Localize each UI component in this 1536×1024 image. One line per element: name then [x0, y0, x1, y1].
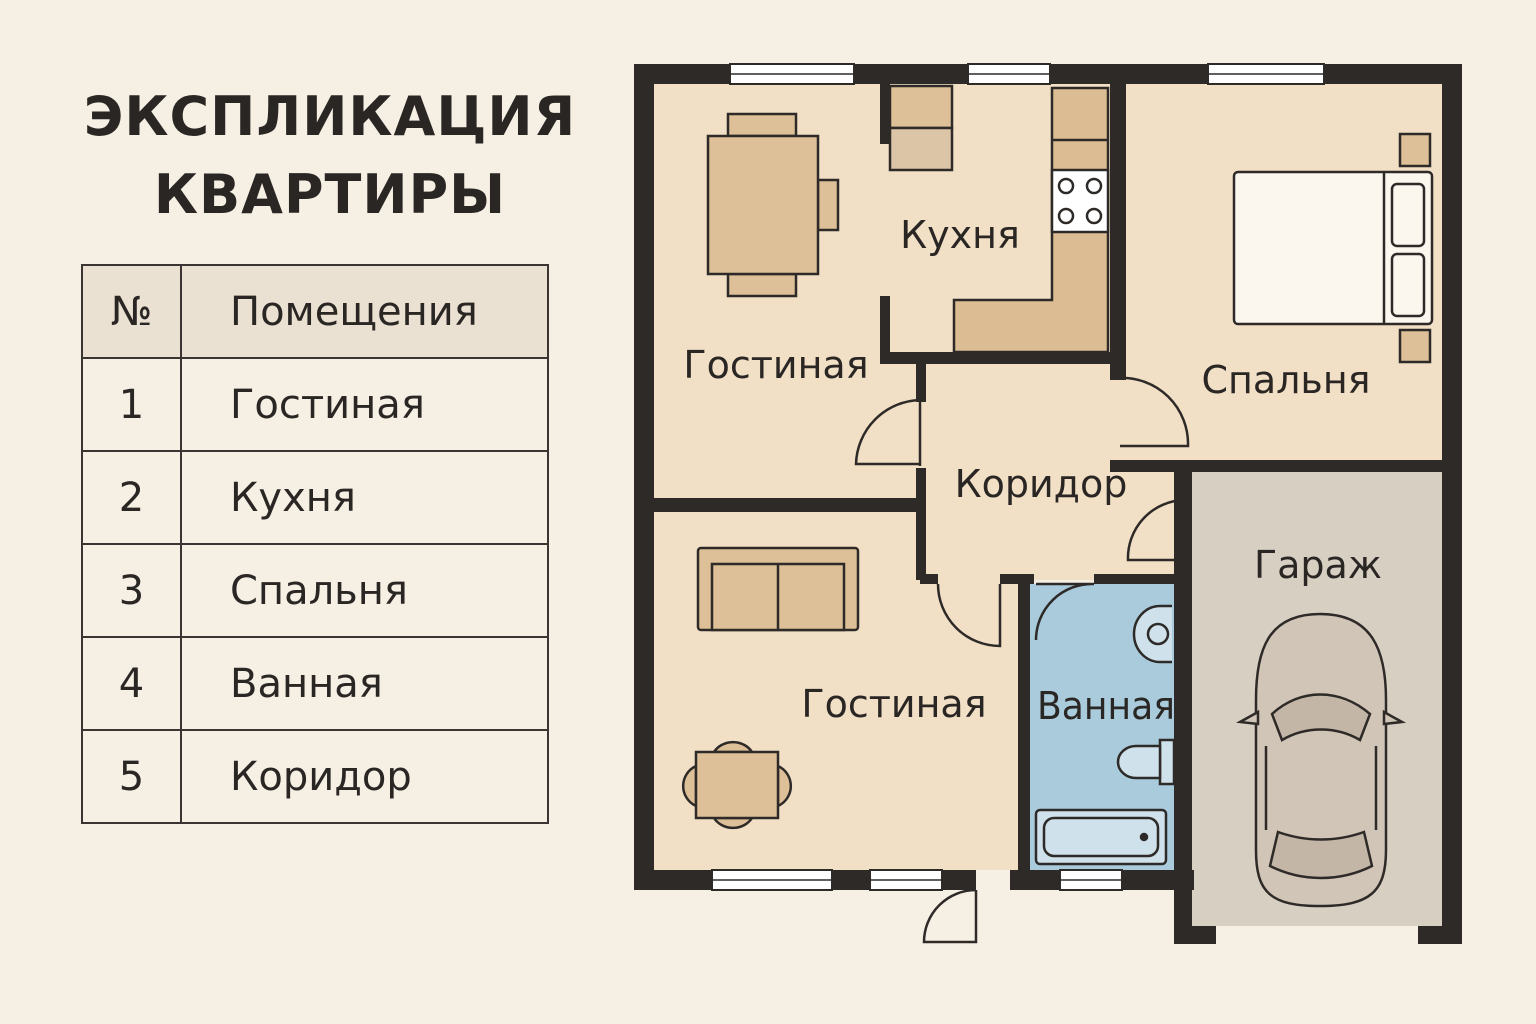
wall-garage-top: [1110, 460, 1462, 472]
bathroom-fixtures: [1034, 604, 1176, 866]
table-row: 2 Кухня: [81, 450, 549, 545]
door-swing-garage: [1126, 498, 1185, 562]
row-number: 5: [81, 729, 182, 824]
title-line-2: КВАРТИРЫ: [153, 163, 507, 226]
table-row: 3 Спальня: [81, 543, 549, 638]
car-windshield-icon: [1270, 693, 1372, 742]
car-body-icon: [1254, 612, 1388, 908]
header-rooms: Помещения: [180, 264, 549, 359]
door-swing-living-bottom: [936, 583, 1002, 648]
pillow-icon: [1390, 182, 1426, 248]
table-row: 5 Коридор: [81, 729, 549, 824]
window-mullions: [712, 73, 1324, 881]
wall-garage-bottom-right: [1418, 926, 1462, 944]
sofa: [696, 546, 860, 632]
bed-frame-icon: [1232, 170, 1434, 326]
stove-burner-icon: [1057, 177, 1075, 195]
wall-kitchen-bottom: [880, 352, 1126, 364]
row-number: 2: [81, 450, 182, 545]
table-icon: [706, 134, 820, 276]
wall-kitchen-left-lower: [880, 296, 890, 360]
kitchen-furniture: [888, 84, 1110, 354]
kitchen-cabinet-lower: [888, 126, 954, 172]
label-living-bottom: Гостиная: [801, 682, 986, 726]
chair-icon: [816, 178, 840, 232]
table-row: 4 Ванная: [81, 636, 549, 731]
bathtub-icon: [1034, 808, 1168, 866]
wall-corridor-left-lower: [916, 468, 926, 580]
room-labels: Гостиная Кухня Спальня Коридор Гараж Гос…: [683, 213, 1382, 728]
stove-burner-icon: [1085, 177, 1103, 195]
nightstand-icon: [1398, 132, 1432, 168]
row-number: 4: [81, 636, 182, 731]
wall-left: [634, 64, 654, 890]
chair-icon: [726, 272, 798, 298]
sink-drain-icon: [1146, 622, 1170, 646]
title-line-1: ЭКСПЛИКАЦИЯ: [83, 85, 577, 148]
bathtub-inner-icon: [1042, 816, 1160, 858]
table-row: 1 Гостиная: [81, 357, 549, 452]
car-icon: [1235, 612, 1407, 908]
row-room: Ванная: [180, 636, 549, 731]
table-icon: [694, 750, 780, 820]
label-bedroom: Спальня: [1201, 358, 1370, 402]
chair-icon: [681, 764, 698, 808]
wall-corridor-bottom-a: [920, 574, 938, 584]
stove: [1050, 168, 1110, 234]
chair-icon: [711, 740, 755, 754]
row-number: 1: [81, 357, 182, 452]
car-mirror-icon: [1235, 709, 1407, 726]
pillow-icon: [1390, 252, 1426, 318]
wall-living-divider: [652, 498, 920, 512]
kitchen-cabinet-top: [888, 84, 954, 130]
dining-table-top: [706, 112, 840, 298]
bed: [1232, 132, 1434, 364]
wall-right: [1442, 64, 1462, 944]
table-header-row: № Помещения: [81, 264, 549, 359]
door-swing-bedroom: [1117, 376, 1190, 448]
wall-bedroom-left: [1110, 64, 1126, 380]
wall-kitchen-left-upper: [880, 84, 890, 144]
wall-corridor-left-upper: [916, 362, 926, 402]
sink-icon: [1132, 604, 1172, 664]
toilet-bowl-icon: [1116, 744, 1162, 780]
door-swing-living-top: [854, 398, 922, 466]
row-room: Кухня: [180, 450, 549, 545]
dining-table-bottom: [681, 740, 793, 830]
bathtub-drain-icon: [1139, 832, 1149, 842]
row-room: Коридор: [180, 729, 549, 824]
row-number: 3: [81, 543, 182, 638]
wall-bathroom-left: [1018, 578, 1030, 878]
chair-icon: [776, 764, 793, 808]
nightstand-icon: [1398, 328, 1432, 364]
wall-garage-left: [1174, 470, 1192, 944]
explication-table: № Помещения 1 Гостиная 2 Кухня 3 Спальня…: [81, 264, 549, 824]
kitchen-counter-l: [952, 86, 1110, 354]
wall-corridor-bottom-b: [1000, 574, 1034, 584]
page-title: ЭКСПЛИКАЦИЯ КВАРТИРЫ: [80, 78, 580, 234]
label-kitchen: Кухня: [900, 213, 1020, 257]
stove-burner-icon: [1057, 207, 1075, 225]
windows: [711, 63, 1325, 891]
toilet-tank-icon: [1158, 738, 1176, 786]
label-bathroom: Ванная: [1037, 684, 1175, 728]
label-corridor: Коридор: [955, 462, 1128, 506]
door-entrance: [922, 888, 978, 944]
car-side-line-icon: [1264, 746, 1378, 830]
header-number: №: [81, 264, 182, 359]
row-room: Гостиная: [180, 357, 549, 452]
row-room: Спальня: [180, 543, 549, 638]
door-swing-bathroom: [1034, 582, 1095, 641]
chair-icon: [726, 112, 798, 138]
chair-icon: [711, 816, 755, 830]
doors: [854, 376, 1190, 944]
stove-burner-icon: [1085, 207, 1103, 225]
car-rear-window-icon: [1268, 830, 1374, 880]
label-living-top: Гостиная: [683, 343, 868, 387]
label-garage: Гараж: [1254, 543, 1382, 587]
wall-corridor-bottom-c: [1094, 574, 1190, 584]
